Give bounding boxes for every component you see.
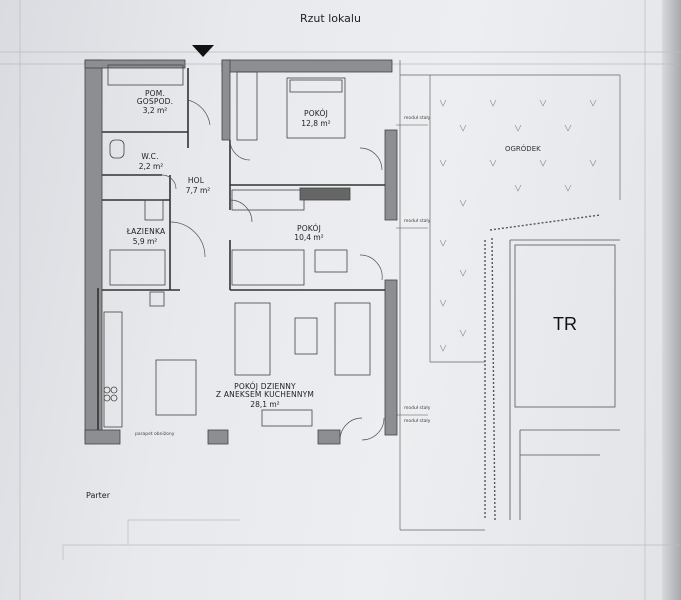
room-pom-gospod-name: POM. GOSPOD.	[126, 90, 184, 106]
room-dzienny-name: POKÓJ DZIENNY Z ANEKSEM KUCHENNYM	[200, 383, 330, 399]
room-pokoj2-area: 10,4 m²	[294, 233, 324, 242]
module-note-2: moduł stały	[404, 219, 431, 224]
module-note-4: moduł stały	[404, 419, 431, 424]
room-pom-gospod-area: 3,2 m²	[142, 106, 168, 115]
tr-area	[509, 239, 620, 520]
door-swings	[161, 99, 385, 441]
room-hol-name: HOL	[187, 176, 205, 185]
tr-label: TR	[553, 314, 577, 334]
garden-area	[399, 60, 621, 531]
room-wc-name: W.C.	[141, 152, 159, 161]
module-markers	[396, 124, 428, 416]
module-note-3: moduł stały	[404, 406, 431, 411]
room-pom-gospod-line1: POM.	[144, 89, 166, 98]
floor-label: Parter	[86, 491, 111, 500]
lawn-markers	[439, 99, 597, 352]
room-lazienka-area: 5,9 m²	[132, 237, 158, 246]
room-dzienny-line2: Z ANEKSEM KUCHENNYM	[215, 389, 315, 399]
room-lazienka-name: ŁAZIENKA	[126, 227, 166, 236]
room-pokoj1-area: 12,8 m²	[301, 119, 331, 128]
page-title: Rzut lokalu	[300, 12, 361, 25]
partitions	[97, 68, 385, 430]
room-pokoj1-name: POKÓJ	[303, 109, 329, 118]
room-dzienny-area: 28,1 m²	[250, 400, 280, 409]
page-edge-shadow	[662, 0, 681, 600]
room-wc-area: 2,2 m²	[138, 162, 164, 171]
parapet-note: parapet obniżony	[135, 432, 175, 437]
hedge-border	[484, 214, 601, 521]
room-hol-area: 7,7 m²	[185, 186, 211, 195]
garden-label: OGRÓDEK	[505, 145, 541, 153]
room-pokoj2-name: POKÓJ	[296, 224, 322, 233]
entrance-arrow-icon	[192, 45, 214, 57]
module-note-1: moduł stały	[404, 116, 431, 121]
room-dzienny-line1: POKÓJ DZIENNY	[234, 382, 296, 391]
furniture	[103, 64, 371, 428]
room-pom-gospod-line2: GOSPOD.	[136, 96, 174, 106]
